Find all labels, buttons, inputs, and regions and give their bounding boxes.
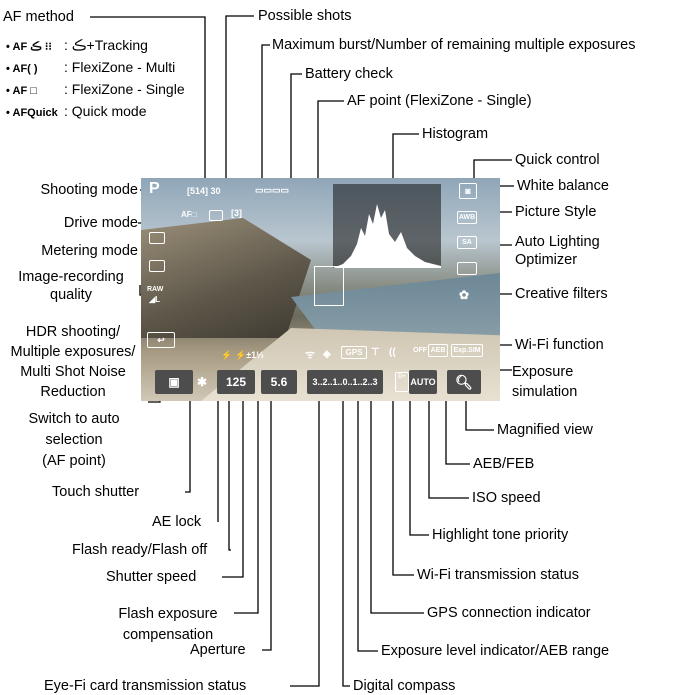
creative-filter-icon[interactable]: ✿ <box>459 288 470 302</box>
compass-icon: ◈ <box>323 349 331 360</box>
label-switch-auto: Switch to auto selection (AF point) <box>28 411 120 469</box>
label-creative-filters: Creative filters <box>515 286 608 302</box>
label-af-point: AF point (FlexiZone - Single) <box>347 93 532 109</box>
drive-mode-icon <box>209 210 223 221</box>
wifi-status-icon: ⊤ <box>371 347 380 358</box>
label-battery-check: Battery check <box>305 66 393 82</box>
label-metering-mode: Metering mode <box>41 243 138 259</box>
label-alo: Auto Lighting Optimizer <box>515 234 600 268</box>
flash-ready-icon: ⚡ <box>221 350 233 360</box>
raw-quality-indicator: RAW <box>147 286 164 293</box>
label-aeb-feb: AEB/FEB <box>473 456 535 472</box>
label-highlight-tone: Highlight tone priority <box>432 527 569 543</box>
metering-icon <box>149 260 165 272</box>
label-image-quality: Image-recording quality <box>18 269 124 303</box>
label-max-burst: Maximum burst/Number of remaining multip… <box>272 37 636 53</box>
label-wifi-function: Wi-Fi function <box>515 337 604 353</box>
label-wifi-status: Wi-Fi transmission status <box>417 567 579 583</box>
label-eyefi: Eye-Fi card transmission status <box>44 678 247 694</box>
af-method-title: AF method <box>3 9 74 25</box>
af-method-item: • AF( ): FlexiZone - Multi <box>6 59 176 75</box>
wifi-function-icon: (( <box>389 347 396 358</box>
iso-button[interactable]: AUTO <box>409 370 437 394</box>
shutter-speed-button[interactable]: 125 <box>217 370 255 394</box>
label-aperture: Aperture <box>190 642 246 658</box>
label-histogram: Histogram <box>422 126 489 142</box>
exposure-sim-indicator: Exp.SIM <box>451 344 483 357</box>
af-method-item: • AF ڪ ⁝⁝: ڪ+Tracking <box>6 37 148 53</box>
picture-style-indicator: SA <box>457 236 477 249</box>
label-flash-comp: Flash exposure compensation <box>118 606 218 643</box>
aeb-indicator: AEB <box>428 344 448 357</box>
battery-icon: ▭▭▭▭ <box>255 185 290 195</box>
label-gps: GPS connection indicator <box>427 605 591 621</box>
metering-mode-icon <box>149 232 165 244</box>
label-digital-compass: Digital compass <box>353 678 456 694</box>
hdr-icon[interactable]: ↩ <box>147 332 175 348</box>
alo-icon <box>457 262 477 275</box>
label-exposure-level: Exposure level indicator/AEB range <box>381 643 610 659</box>
label-shutter-speed: Shutter speed <box>106 569 197 585</box>
histogram <box>333 184 441 268</box>
label-possible-shots: Possible shots <box>258 8 352 24</box>
label-ae-lock: AE lock <box>152 514 202 530</box>
af-point-frame[interactable] <box>314 266 344 306</box>
label-drive-mode: Drive mode <box>63 215 138 231</box>
live-view-screen: P [514] 30 ▭▭▭▭ AF□ [3] RAW ◢L ↩ ◙ AWB S… <box>141 178 500 401</box>
jpeg-quality-indicator: ◢L <box>149 295 161 304</box>
flash-comp-indicator: ⚡±1⅓ <box>235 350 264 360</box>
touch-shutter-button[interactable]: ▣ <box>155 370 193 394</box>
label-shooting-mode: Shooting mode <box>40 182 138 198</box>
label-quick-control: Quick control <box>515 152 600 168</box>
label-magnified-view: Magnified view <box>497 422 593 438</box>
label-picture-style: Picture Style <box>515 204 597 220</box>
drive-bracket-indicator: [3] <box>231 208 242 218</box>
aperture-button[interactable]: 5.6 <box>261 370 297 394</box>
highlight-tone-icon: D+ <box>395 372 409 392</box>
shooting-mode-indicator: P <box>149 180 160 197</box>
label-iso-speed: ISO speed <box>472 490 541 506</box>
label-flash-ready: Flash ready/Flash off <box>72 542 208 558</box>
label-hdr: HDR shooting/ Multiple exposures/ Multi … <box>10 324 136 400</box>
histogram-graph <box>333 204 441 268</box>
af-mode-indicator: AF□ <box>181 210 197 219</box>
label-white-balance: White balance <box>517 178 609 194</box>
eyefi-icon: ᯤ <box>305 349 316 361</box>
magnify-button[interactable]: 🔍︎ <box>447 370 481 394</box>
label-touch-shutter: Touch shutter <box>52 484 140 500</box>
af-method-item: • AFQuick: Quick mode <box>6 103 147 119</box>
photo-cliff <box>141 218 311 338</box>
wifi-off-indicator: OFF <box>413 347 427 354</box>
af-method-item: • AF □: FlexiZone - Single <box>6 81 185 97</box>
exposure-level-scale[interactable]: 3..2..1..0..1..2..3 <box>307 370 383 394</box>
white-balance-indicator: AWB <box>457 211 477 224</box>
gps-indicator: GPS <box>341 346 367 359</box>
quick-control-button[interactable]: ◙ <box>459 183 477 199</box>
label-exposure-sim: Exposure simulation <box>512 364 578 400</box>
possible-shots-indicator: [514] 30 <box>187 186 221 196</box>
ae-lock-icon: ✱ <box>197 375 208 389</box>
